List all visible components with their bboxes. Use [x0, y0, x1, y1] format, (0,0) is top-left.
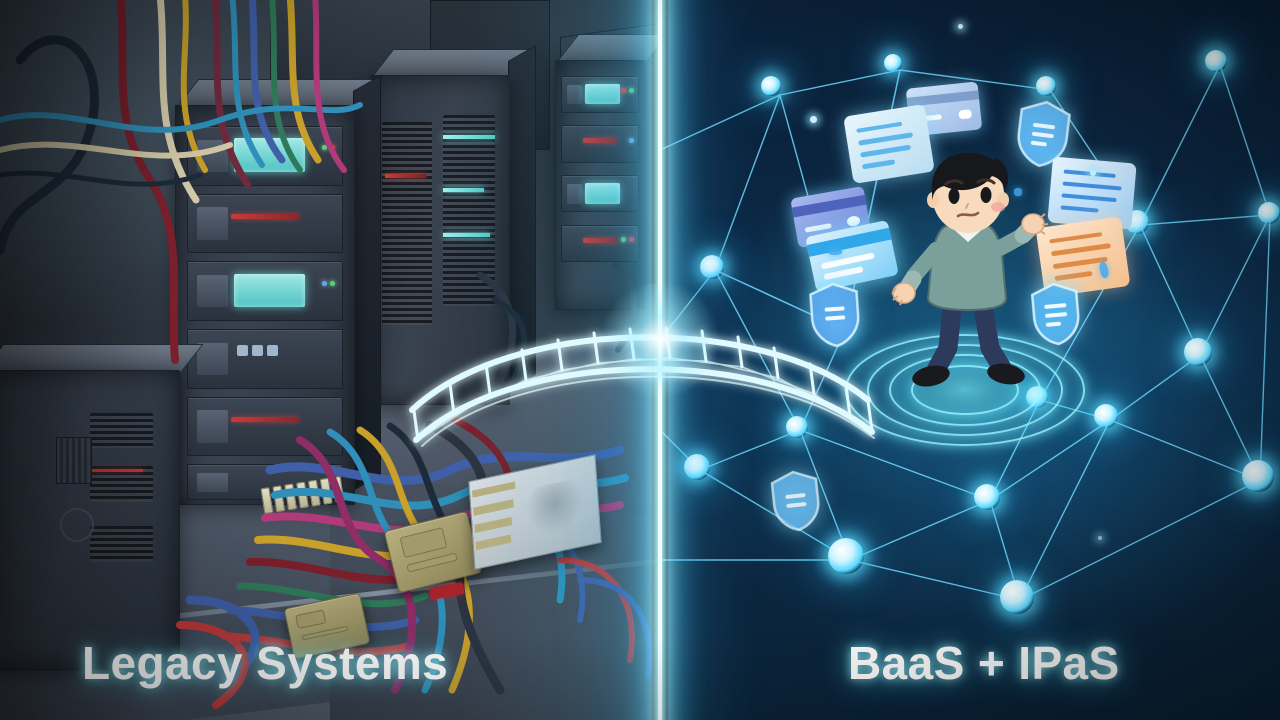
blue-dash	[1014, 188, 1022, 196]
confused-boy	[891, 152, 1048, 387]
boy-cheek	[991, 202, 1005, 212]
rack-face	[0, 370, 180, 670]
shield-icon	[806, 280, 864, 350]
rack-bay	[186, 261, 344, 321]
boy-hand-left	[891, 282, 916, 306]
rack-vent-left	[382, 121, 432, 326]
network-node	[828, 538, 864, 574]
boy-eye-right	[980, 187, 992, 203]
legacy-server-room-panel	[0, 0, 660, 720]
boy-shoe-right	[987, 363, 1025, 385]
rack-main-front	[175, 74, 381, 505]
shield-icon	[1027, 280, 1084, 348]
network-node	[786, 416, 808, 438]
caption-baas-ipas: BaaS + IPaS	[848, 637, 1120, 689]
boy-eyebrow-right	[976, 178, 996, 185]
network-node	[684, 454, 710, 480]
rack-far-right	[555, 34, 660, 310]
shield-icon	[1011, 97, 1075, 171]
rack-vent-right	[442, 115, 496, 306]
glow-rings-platform	[845, 330, 1085, 450]
spark-dot	[1090, 170, 1096, 176]
network-node	[761, 76, 781, 96]
shield-glyph	[1017, 100, 1071, 168]
network-node	[884, 54, 902, 72]
shield-glyph	[770, 470, 820, 532]
shield-glyph	[809, 282, 860, 348]
network-node	[974, 484, 1000, 510]
boy-nose	[965, 203, 969, 209]
caption-legacy-systems: Legacy Systems	[82, 637, 449, 689]
digital-network-panel	[660, 0, 1280, 720]
boy-hair	[931, 152, 1007, 200]
network-node	[1242, 460, 1274, 492]
rack-face	[175, 105, 355, 505]
rack-face	[370, 75, 510, 405]
boy-mouth	[956, 211, 980, 218]
rack-vented-right	[370, 44, 536, 405]
rack-face	[555, 60, 645, 310]
network-node	[1094, 404, 1118, 428]
network-node	[1000, 580, 1034, 614]
boy-eyebrow-left	[944, 179, 964, 186]
boy-eye-left	[948, 188, 960, 204]
document-icon	[1047, 156, 1137, 230]
network-node	[1036, 76, 1056, 96]
rack-bottom-left	[0, 344, 204, 670]
rack-bay	[186, 193, 344, 254]
boy-hand-right	[1021, 213, 1048, 235]
spark-dot	[958, 24, 963, 29]
network-node	[1205, 50, 1227, 72]
rack-bay	[186, 396, 344, 457]
network-node	[1184, 338, 1212, 366]
network-node	[1258, 202, 1280, 224]
spark-dot	[1098, 536, 1102, 540]
rack-bay	[186, 328, 344, 389]
blue-dash	[828, 248, 842, 255]
boy-shoe-left	[912, 365, 950, 387]
network-node	[700, 255, 724, 279]
shield-glyph	[1030, 282, 1080, 346]
shield-icon	[767, 467, 825, 534]
bridge-beam-intersection-glow	[600, 280, 720, 400]
spark-dot	[810, 116, 817, 123]
